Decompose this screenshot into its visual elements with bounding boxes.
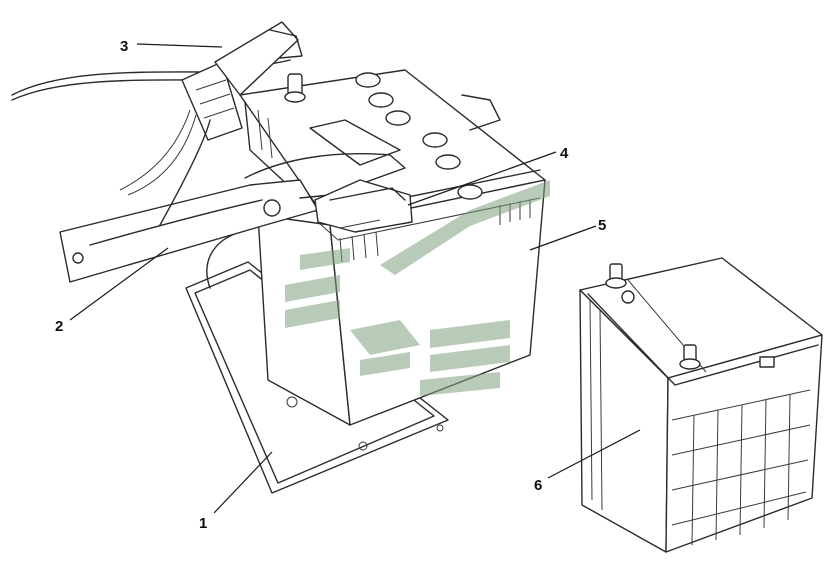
main-battery [239,69,546,426]
leader-2 [69,247,169,321]
callout-4: 4 [560,145,569,162]
callout-labels: 1 2 3 4 5 6 [55,38,606,532]
terminal-clip [314,179,413,233]
leader-1 [213,451,273,514]
leader-6 [547,429,641,479]
spare-battery [579,257,823,553]
leader-lines [69,43,641,514]
charger-clamp-lower [59,119,406,283]
watermark-logo [285,180,550,396]
leader-4 [407,151,557,206]
cell-caps [355,72,483,200]
callout-5: 5 [598,217,606,234]
battery-post [284,73,306,103]
leader-5 [529,225,597,251]
charger-clamp-upper [181,21,303,141]
callout-2: 2 [55,318,63,335]
callout-1: 1 [199,515,207,532]
leader-3 [136,43,223,48]
callout-6: 6 [534,477,542,494]
spare-battery-cell-grid [671,389,811,546]
callout-3: 3 [120,38,128,55]
